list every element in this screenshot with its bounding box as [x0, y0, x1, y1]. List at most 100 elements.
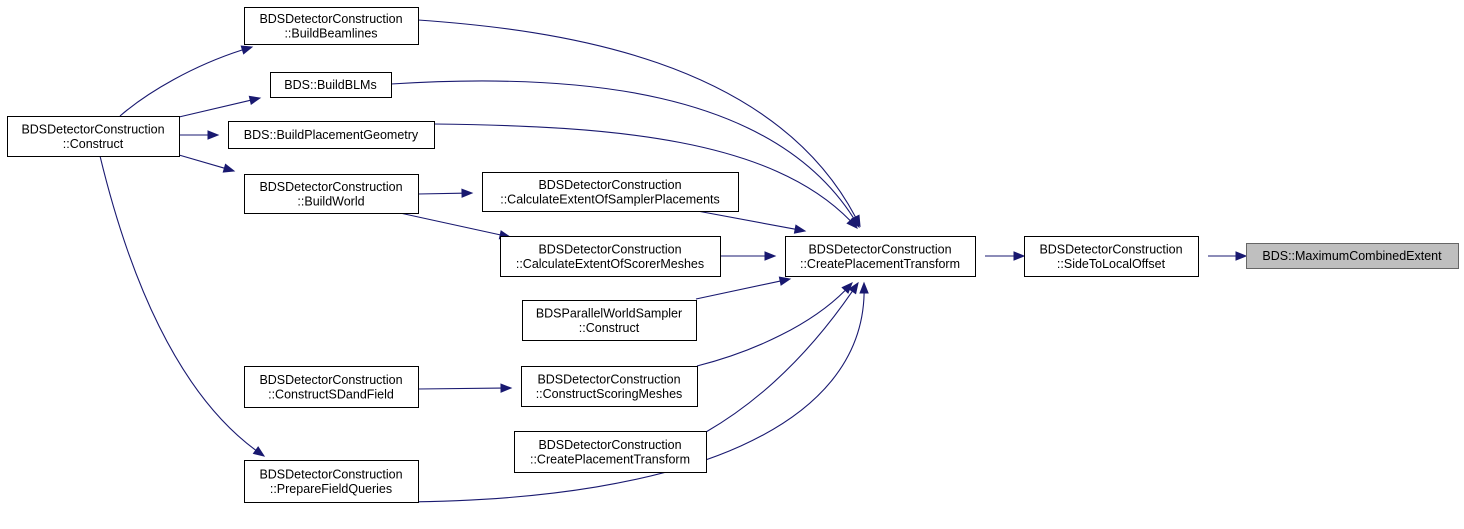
- edge-arrowhead: [240, 45, 254, 55]
- node-scorer[interactable]: BDSDetectorConstruction::CalculateExtent…: [500, 236, 721, 277]
- node-beamlines[interactable]: BDSDetectorConstruction::BuildBeamlines: [244, 7, 419, 45]
- node-label-line: ::CreatePlacementTransform: [800, 257, 960, 271]
- node-construct[interactable]: BDSDetectorConstruction::Construct: [7, 116, 180, 157]
- edge-blms-to-construct: [178, 95, 262, 118]
- edge-line: [390, 80, 860, 228]
- node-label-line: BDSDetectorConstruction: [538, 178, 681, 192]
- node-label-line: BDSDetectorConstruction: [537, 372, 680, 386]
- node-label-line: ::Construct: [579, 321, 640, 335]
- edge-line: [401, 282, 865, 503]
- node-label-line: BDS::MaximumCombinedExtent: [1262, 249, 1442, 263]
- edge-line: [178, 97, 261, 118]
- edge-arrowhead: [1235, 251, 1248, 261]
- node-label-line: ::ConstructScoringMeshes: [536, 387, 683, 401]
- edge-cpt-to-pws: [695, 276, 792, 300]
- node-label-line: ::ConstructSDandField: [268, 387, 394, 401]
- edge-arrowhead: [222, 163, 236, 173]
- node-label-line: BDSDetectorConstruction: [808, 242, 951, 256]
- node-label-line: BDSDetectorConstruction: [259, 373, 402, 387]
- node-blms[interactable]: BDS::BuildBLMs: [270, 72, 392, 98]
- edge-line: [433, 123, 858, 229]
- edge-cpt-to-sampler: [691, 209, 807, 234]
- node-cpt2[interactable]: BDSDetectorConstruction::CreatePlacement…: [514, 431, 707, 473]
- node-label-line: BDSDetectorConstruction: [259, 180, 402, 194]
- node-pws[interactable]: BDSParallelWorldSampler::Construct: [522, 300, 697, 341]
- node-label-line: BDSDetectorConstruction: [259, 12, 402, 26]
- node-label-line: BDSDetectorConstruction: [538, 242, 681, 256]
- edge-line: [417, 192, 473, 195]
- edge-cpt-to-cpt2: [705, 281, 859, 433]
- node-label-line: BDSParallelWorldSampler: [536, 306, 682, 320]
- edge-pfq-to-construct: [99, 155, 266, 457]
- node-label-line: BDS::BuildBLMs: [284, 78, 376, 92]
- node-box: [244, 366, 419, 408]
- node-side[interactable]: BDSDetectorConstruction::SideToLocalOffs…: [1024, 236, 1199, 277]
- node-box: [1246, 243, 1459, 269]
- node-label-line: ::CreatePlacementTransform: [530, 452, 690, 466]
- edge-line: [695, 278, 791, 300]
- edge-line: [691, 209, 806, 232]
- node-box: [244, 460, 419, 503]
- edge-line: [178, 154, 235, 172]
- edge-arrowhead: [252, 446, 266, 457]
- node-box: [1024, 236, 1199, 277]
- node-box: [228, 121, 435, 149]
- node-label-line: ::BuildWorld: [297, 194, 364, 208]
- node-maxext[interactable]: BDS::MaximumCombinedExtent: [1246, 243, 1459, 269]
- edge-side-to-cpt: [985, 251, 1026, 261]
- node-label-line: BDSDetectorConstruction: [21, 122, 164, 136]
- edge-cpt-to-scoring: [696, 282, 853, 367]
- node-pfq[interactable]: BDSDetectorConstruction::PrepareFieldQue…: [244, 460, 419, 503]
- edge-cpt-to-pfq: [401, 281, 869, 503]
- edge-arrowhead: [848, 281, 859, 295]
- edge-arrowhead: [778, 276, 792, 286]
- edge-cpt-to-bpg: [433, 123, 858, 229]
- edge-beamlines-to-construct: [119, 45, 254, 117]
- edge-cpt-to-scorer: [720, 251, 777, 261]
- edge-line: [417, 387, 512, 390]
- node-box: [500, 236, 721, 277]
- edges-layer: [99, 19, 1248, 503]
- edge-line: [99, 155, 265, 457]
- node-sampler[interactable]: BDSDetectorConstruction::CalculateExtent…: [482, 172, 739, 212]
- node-cpt[interactable]: BDSDetectorConstruction::CreatePlacement…: [785, 236, 976, 277]
- edge-sampler-to-world: [417, 188, 474, 198]
- node-world[interactable]: BDSDetectorConstruction::BuildWorld: [244, 174, 419, 214]
- node-label-line: BDSDetectorConstruction: [538, 438, 681, 452]
- node-box: [244, 174, 419, 214]
- node-label-line: ::CalculateExtentOfSamplerPlacements: [500, 192, 720, 206]
- edge-arrowhead: [207, 130, 220, 140]
- edge-line: [119, 46, 253, 117]
- node-box: [522, 300, 697, 341]
- edge-arrowhead: [846, 217, 858, 229]
- node-box: [785, 236, 976, 277]
- node-label-line: BDS::BuildPlacementGeometry: [244, 128, 419, 142]
- node-scoring[interactable]: BDSDetectorConstruction::ConstructScorin…: [521, 366, 698, 407]
- nodes-layer: BDS::MaximumCombinedExtentBDSDetectorCon…: [7, 7, 1459, 503]
- node-box: [514, 431, 707, 473]
- node-label-line: BDSDetectorConstruction: [1039, 242, 1182, 256]
- node-label-line: ::CalculateExtentOfScorerMeshes: [516, 257, 704, 271]
- edge-scoring-to-sdfield: [417, 383, 513, 393]
- node-box: [270, 72, 392, 98]
- node-box: [521, 366, 698, 407]
- edge-maxext-to-side: [1208, 251, 1248, 261]
- edge-arrowhead: [248, 95, 262, 106]
- edge-scorer-to-world: [399, 212, 512, 240]
- node-box: [482, 172, 739, 212]
- edge-arrowhead: [500, 383, 513, 393]
- node-sdfield[interactable]: BDSDetectorConstruction::ConstructSDandF…: [244, 366, 419, 408]
- edge-line: [696, 282, 853, 367]
- edge-world-to-construct: [178, 154, 236, 173]
- node-label-line: ::SideToLocalOffset: [1057, 257, 1166, 271]
- node-box: [244, 7, 419, 45]
- edge-line: [705, 282, 859, 433]
- node-label-line: ::PrepareFieldQueries: [270, 482, 392, 496]
- edge-arrowhead: [764, 251, 777, 261]
- node-label-line: ::Construct: [63, 137, 124, 151]
- edge-arrowhead: [859, 281, 869, 294]
- node-bpg[interactable]: BDS::BuildPlacementGeometry: [228, 121, 435, 149]
- node-label-line: ::BuildBeamlines: [284, 26, 377, 40]
- edge-bpg-to-construct: [179, 130, 220, 140]
